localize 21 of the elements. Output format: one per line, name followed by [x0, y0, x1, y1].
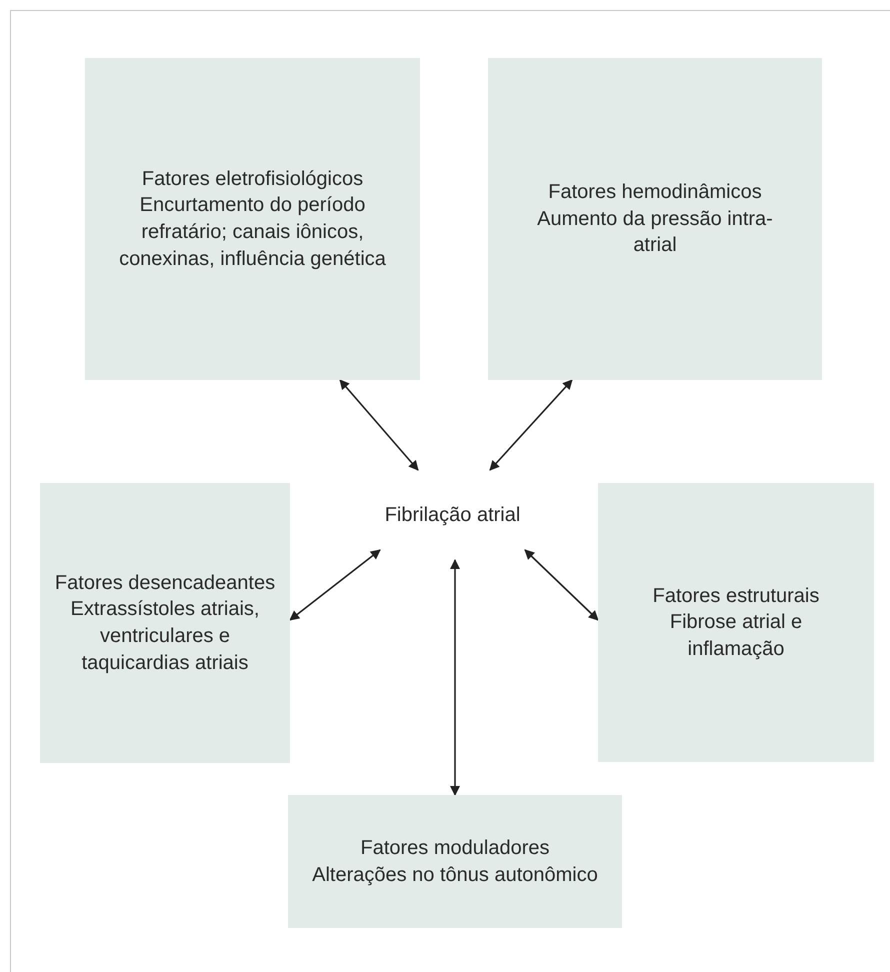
box-heading: Fatores estruturais [652, 584, 820, 609]
double-arrow [524, 549, 599, 621]
double-arrow [450, 559, 460, 796]
box-description: Aumento da pressão intra-atrial [536, 206, 774, 258]
double-arrow [339, 379, 419, 471]
factor-box [40, 483, 290, 763]
factor-box [488, 58, 822, 380]
box-description: Encurtamento do período refratário; canais iônicos, conexinas, influência genética [118, 193, 387, 272]
factor-box [288, 795, 622, 928]
box-description: Fibrose atrial e inflamação [668, 610, 804, 662]
double-arrow [489, 379, 573, 471]
box-description: Alterações no tônus autonômico [312, 862, 598, 888]
box-description: Extrassístoles atriais, ventriculares e taquicardias atriais [70, 597, 260, 676]
box-heading: Fatores eletrofisiológicos [142, 166, 364, 192]
factor-box [598, 483, 874, 762]
center-label: Fibrilação atrial [380, 470, 525, 560]
box-heading: Fatores hemodinâmicos [548, 180, 762, 206]
box-heading: Fatores desencadeantes [54, 570, 276, 596]
factor-box [85, 58, 420, 380]
double-arrow [289, 549, 381, 621]
box-heading: Fatores moduladores [360, 836, 550, 861]
